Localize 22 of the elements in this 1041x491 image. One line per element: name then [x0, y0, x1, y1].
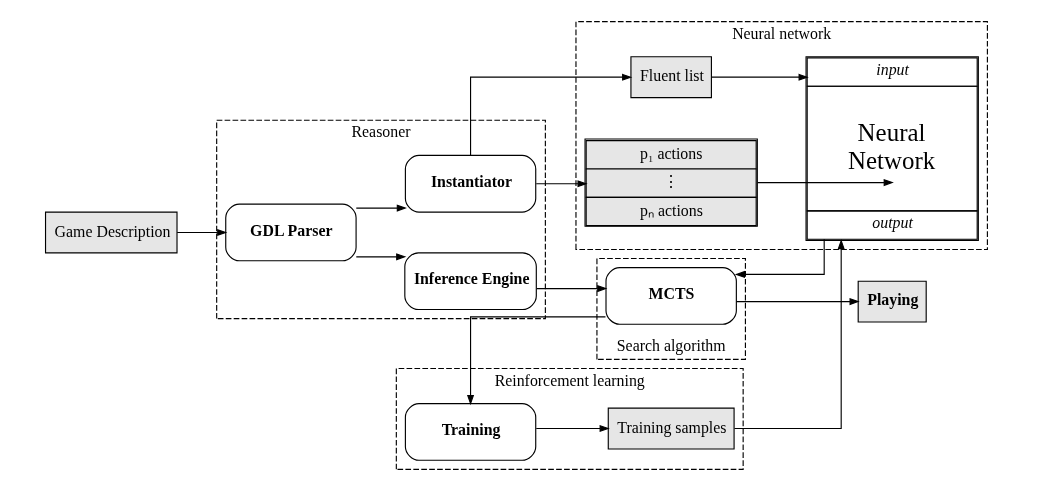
arrow: [355, 204, 407, 212]
arrow: [733, 238, 845, 430]
arrow: [734, 238, 825, 278]
arrow: [535, 285, 607, 293]
arrow: [710, 73, 809, 81]
node-box: Instantiator: [404, 154, 536, 213]
arrow: [355, 253, 406, 261]
node-box: Training: [404, 403, 536, 461]
node-box: Inference Engine: [403, 252, 537, 311]
node-box: Fluent list: [629, 56, 712, 99]
arrow: [469, 73, 632, 156]
node-box: Training samples: [607, 407, 735, 450]
arrow: [535, 180, 588, 188]
arrow: [535, 424, 610, 433]
arrow: [176, 228, 227, 237]
node-box: MCTS: [604, 267, 737, 325]
arrow: [735, 298, 860, 306]
arrow: [466, 316, 606, 406]
node-box: Playing: [857, 280, 927, 323]
node-box: GDL Parser: [224, 203, 357, 262]
arrow: [756, 179, 894, 187]
node-box: Game Description: [44, 211, 178, 254]
